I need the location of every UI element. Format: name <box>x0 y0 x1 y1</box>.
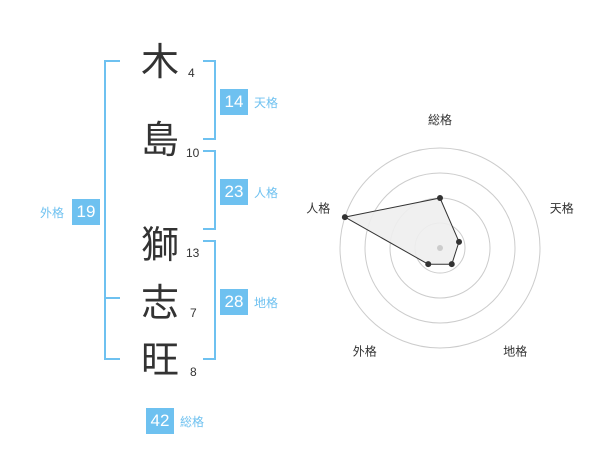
gaikaku-bracket-divider <box>104 297 120 299</box>
jinkaku-label: 人格 <box>254 186 279 200</box>
chikaku-bracket <box>203 240 216 360</box>
name-char-1: 木 <box>140 40 179 84</box>
jinkaku-bracket <box>203 150 216 230</box>
radar-point-3 <box>448 261 455 268</box>
radar-axis-label-5: 人格 <box>306 200 330 215</box>
radar-point-4 <box>425 261 432 268</box>
name-breakdown: 木 島 獅 志 旺 4 10 13 7 8 14 天格 23 人格 28 地格 … <box>40 40 279 434</box>
radar-center-dot <box>437 245 443 251</box>
radar-ring <box>364 172 516 324</box>
stroke-count-1: 4 <box>188 66 195 80</box>
tenkaku-label: 天格 <box>254 96 279 110</box>
gaikaku-bracket <box>104 60 120 360</box>
stroke-count-2: 10 <box>186 146 200 160</box>
stroke-count-4: 7 <box>190 306 197 320</box>
gaikaku-value: 19 <box>72 199 100 225</box>
chikaku-label: 地格 <box>254 296 279 310</box>
radar-axis-label-3: 地格 <box>503 344 527 359</box>
radar-axis-label-1: 総格 <box>428 112 452 127</box>
chikaku-value: 28 <box>220 289 248 315</box>
radar-axis-label-2: 天格 <box>550 200 574 215</box>
stroke-count-5: 8 <box>190 365 197 379</box>
jinkaku-value: 23 <box>220 179 248 205</box>
radar-ring <box>339 147 541 349</box>
radar-point-5 <box>341 214 348 221</box>
gaikaku-label: 外格 <box>40 206 65 220</box>
soukaku-label: 総格 <box>180 415 205 429</box>
name-char-3: 獅 <box>140 223 179 267</box>
name-char-5: 旺 <box>140 338 179 382</box>
tenkaku-value: 14 <box>220 89 248 115</box>
radar-point-1 <box>437 195 443 201</box>
name-char-2: 島 <box>140 118 179 162</box>
tenkaku-bracket <box>203 60 216 140</box>
radar-axis-label-4: 外格 <box>353 344 377 359</box>
name-char-4: 志 <box>140 281 179 325</box>
radar-point-2 <box>456 238 463 245</box>
radar-data-polygon <box>343 197 460 265</box>
soukaku-value: 42 <box>146 408 174 434</box>
stroke-count-3: 13 <box>186 246 200 260</box>
